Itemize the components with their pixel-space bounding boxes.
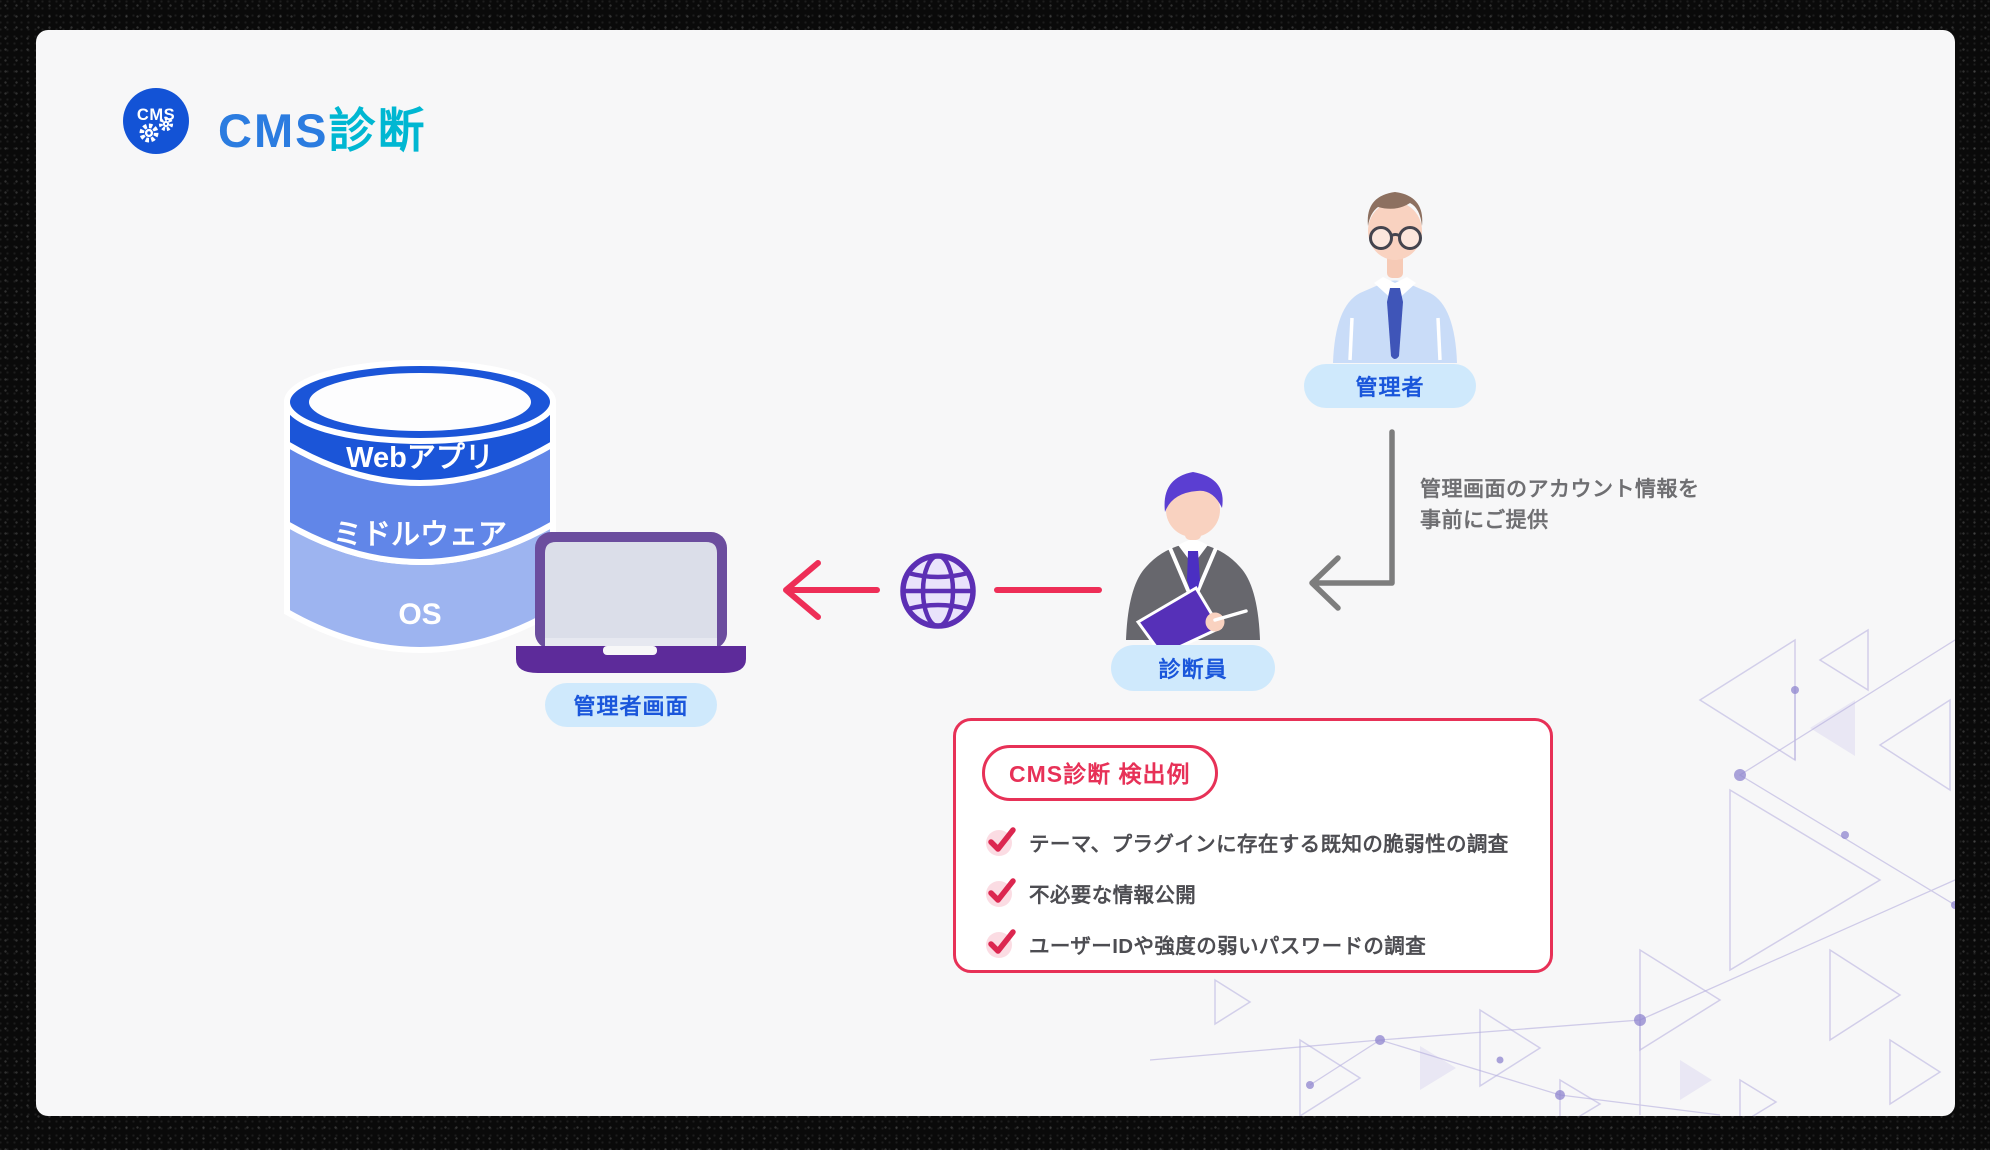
laptop-illustration [516,532,746,673]
detection-list: テーマ、プラグインに存在する既知の脆弱性の調査 不必要な情報公開 [986,827,1550,959]
checkmark-icon [986,878,1016,907]
detection-item: 不必要な情報公開 [986,878,1550,908]
stack-label-middleware: ミドルウェア [333,519,507,551]
annotation-line2: 事前にご提供 [1420,509,1549,532]
logo-circle [123,88,189,154]
laptop-screen [545,542,717,649]
infographic-card: CMS CMS診断 Webアプリ ミドルウェア OS [36,30,1955,1116]
laptop-base-notch [603,646,657,655]
red-arrow-left [783,560,880,620]
diagnostician-face [1166,483,1220,537]
page-title-cms: CMS [218,104,329,157]
internet-flow-graphic [783,553,1102,629]
detection-item-text: 不必要な情報公開 [1029,884,1197,907]
administrator-label-text: 管理者 [1355,375,1425,400]
diagnostician-illustration [1126,472,1260,645]
diagnostician-hair [1164,472,1223,512]
annotation-line1: 管理画面のアカウント情報を [1420,478,1700,501]
cms-logo-badge: CMS [123,88,189,154]
network-pattern-decoration [1150,628,1955,1116]
annotation-text: 管理画面のアカウント情報を 事前にご提供 [1420,474,1760,536]
stack-top-opening [309,373,531,431]
checkmark-icon [986,929,1016,958]
admin-screen-label: 管理者画面 [545,683,717,727]
globe-icon [900,553,976,629]
admin-screen-label-text: 管理者画面 [573,694,689,719]
account-info-arrow [1309,429,1395,611]
administrator-face [1368,202,1422,260]
detection-item: ユーザーIDや強度の弱いパスワードの調査 [986,929,1550,959]
detection-item: テーマ、プラグインに存在する既知の脆弱性の調査 [986,827,1550,857]
administrator-glasses-icon [1369,226,1422,250]
stack-label-os: OS [398,598,441,631]
gears-icon [139,116,174,143]
detection-item-text: テーマ、プラグインに存在する既知の脆弱性の調査 [1029,833,1509,856]
detection-examples-box: CMS診断 検出例 テーマ、プラグインに存在する既知の脆弱性の調査 [953,718,1553,973]
administrator-tie [1387,288,1403,359]
diagnostician-pen [1213,609,1248,622]
stack-label-webapp: Webアプリ [346,441,494,474]
administrator-illustration [1333,192,1457,363]
laptop-screen-bottom-strip [545,638,717,649]
diagnostician-label-text: 診断員 [1158,657,1228,682]
administrator-shirt-creases [1348,317,1442,361]
detection-box-title-pill: CMS診断 検出例 [982,745,1218,801]
page-title-shindan: 診断 [328,104,427,157]
administrator-hair [1367,192,1423,226]
page-title: CMS診断 [218,92,426,161]
diagnostician-hand [1205,612,1225,632]
checkmark-icon [986,827,1016,856]
administrator-label: 管理者 [1304,364,1476,408]
detection-box-title: CMS診断 検出例 [1009,761,1191,787]
detection-item-text: ユーザーIDや強度の弱いパスワードの調査 [1029,935,1427,958]
logo-text: CMS [137,106,175,124]
laptop-base [516,646,746,673]
diagnostician-label: 診断員 [1111,645,1275,691]
